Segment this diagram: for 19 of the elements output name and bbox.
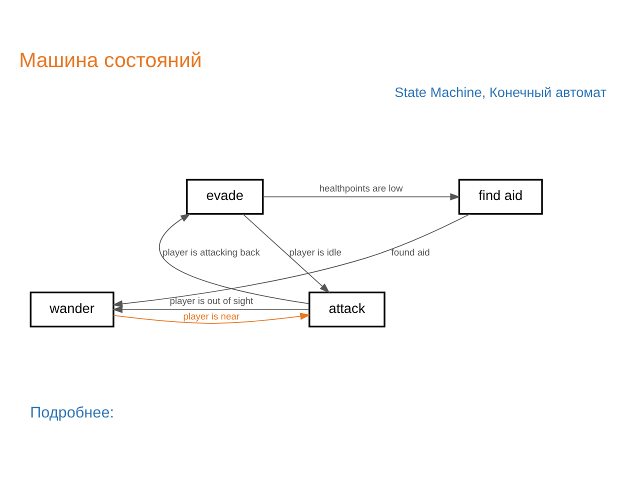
arrow (112, 306, 310, 314)
label: State Machine, Конечный автомат (394, 84, 607, 100)
arrow (113, 312, 310, 324)
node-box: evade (186, 178, 264, 215)
node-box: wander (30, 292, 114, 328)
diagram-title: Машина состояний (19, 49, 202, 72)
label: Подробнее: (30, 404, 114, 422)
edge-label: player is near (183, 310, 240, 322)
edge-label: found aid (391, 246, 430, 258)
arrow (112, 213, 471, 308)
node-box: find aid (458, 178, 543, 215)
node-box: attack (308, 292, 386, 328)
edge-label: healthpoints are low (319, 182, 403, 194)
edge-label: player is idle (289, 246, 342, 258)
edge-label: player is out of sight (170, 295, 254, 306)
edge-label: player is attacking back (162, 246, 260, 258)
arrow (158, 213, 310, 304)
arrow (262, 193, 460, 200)
arrow (242, 214, 330, 294)
